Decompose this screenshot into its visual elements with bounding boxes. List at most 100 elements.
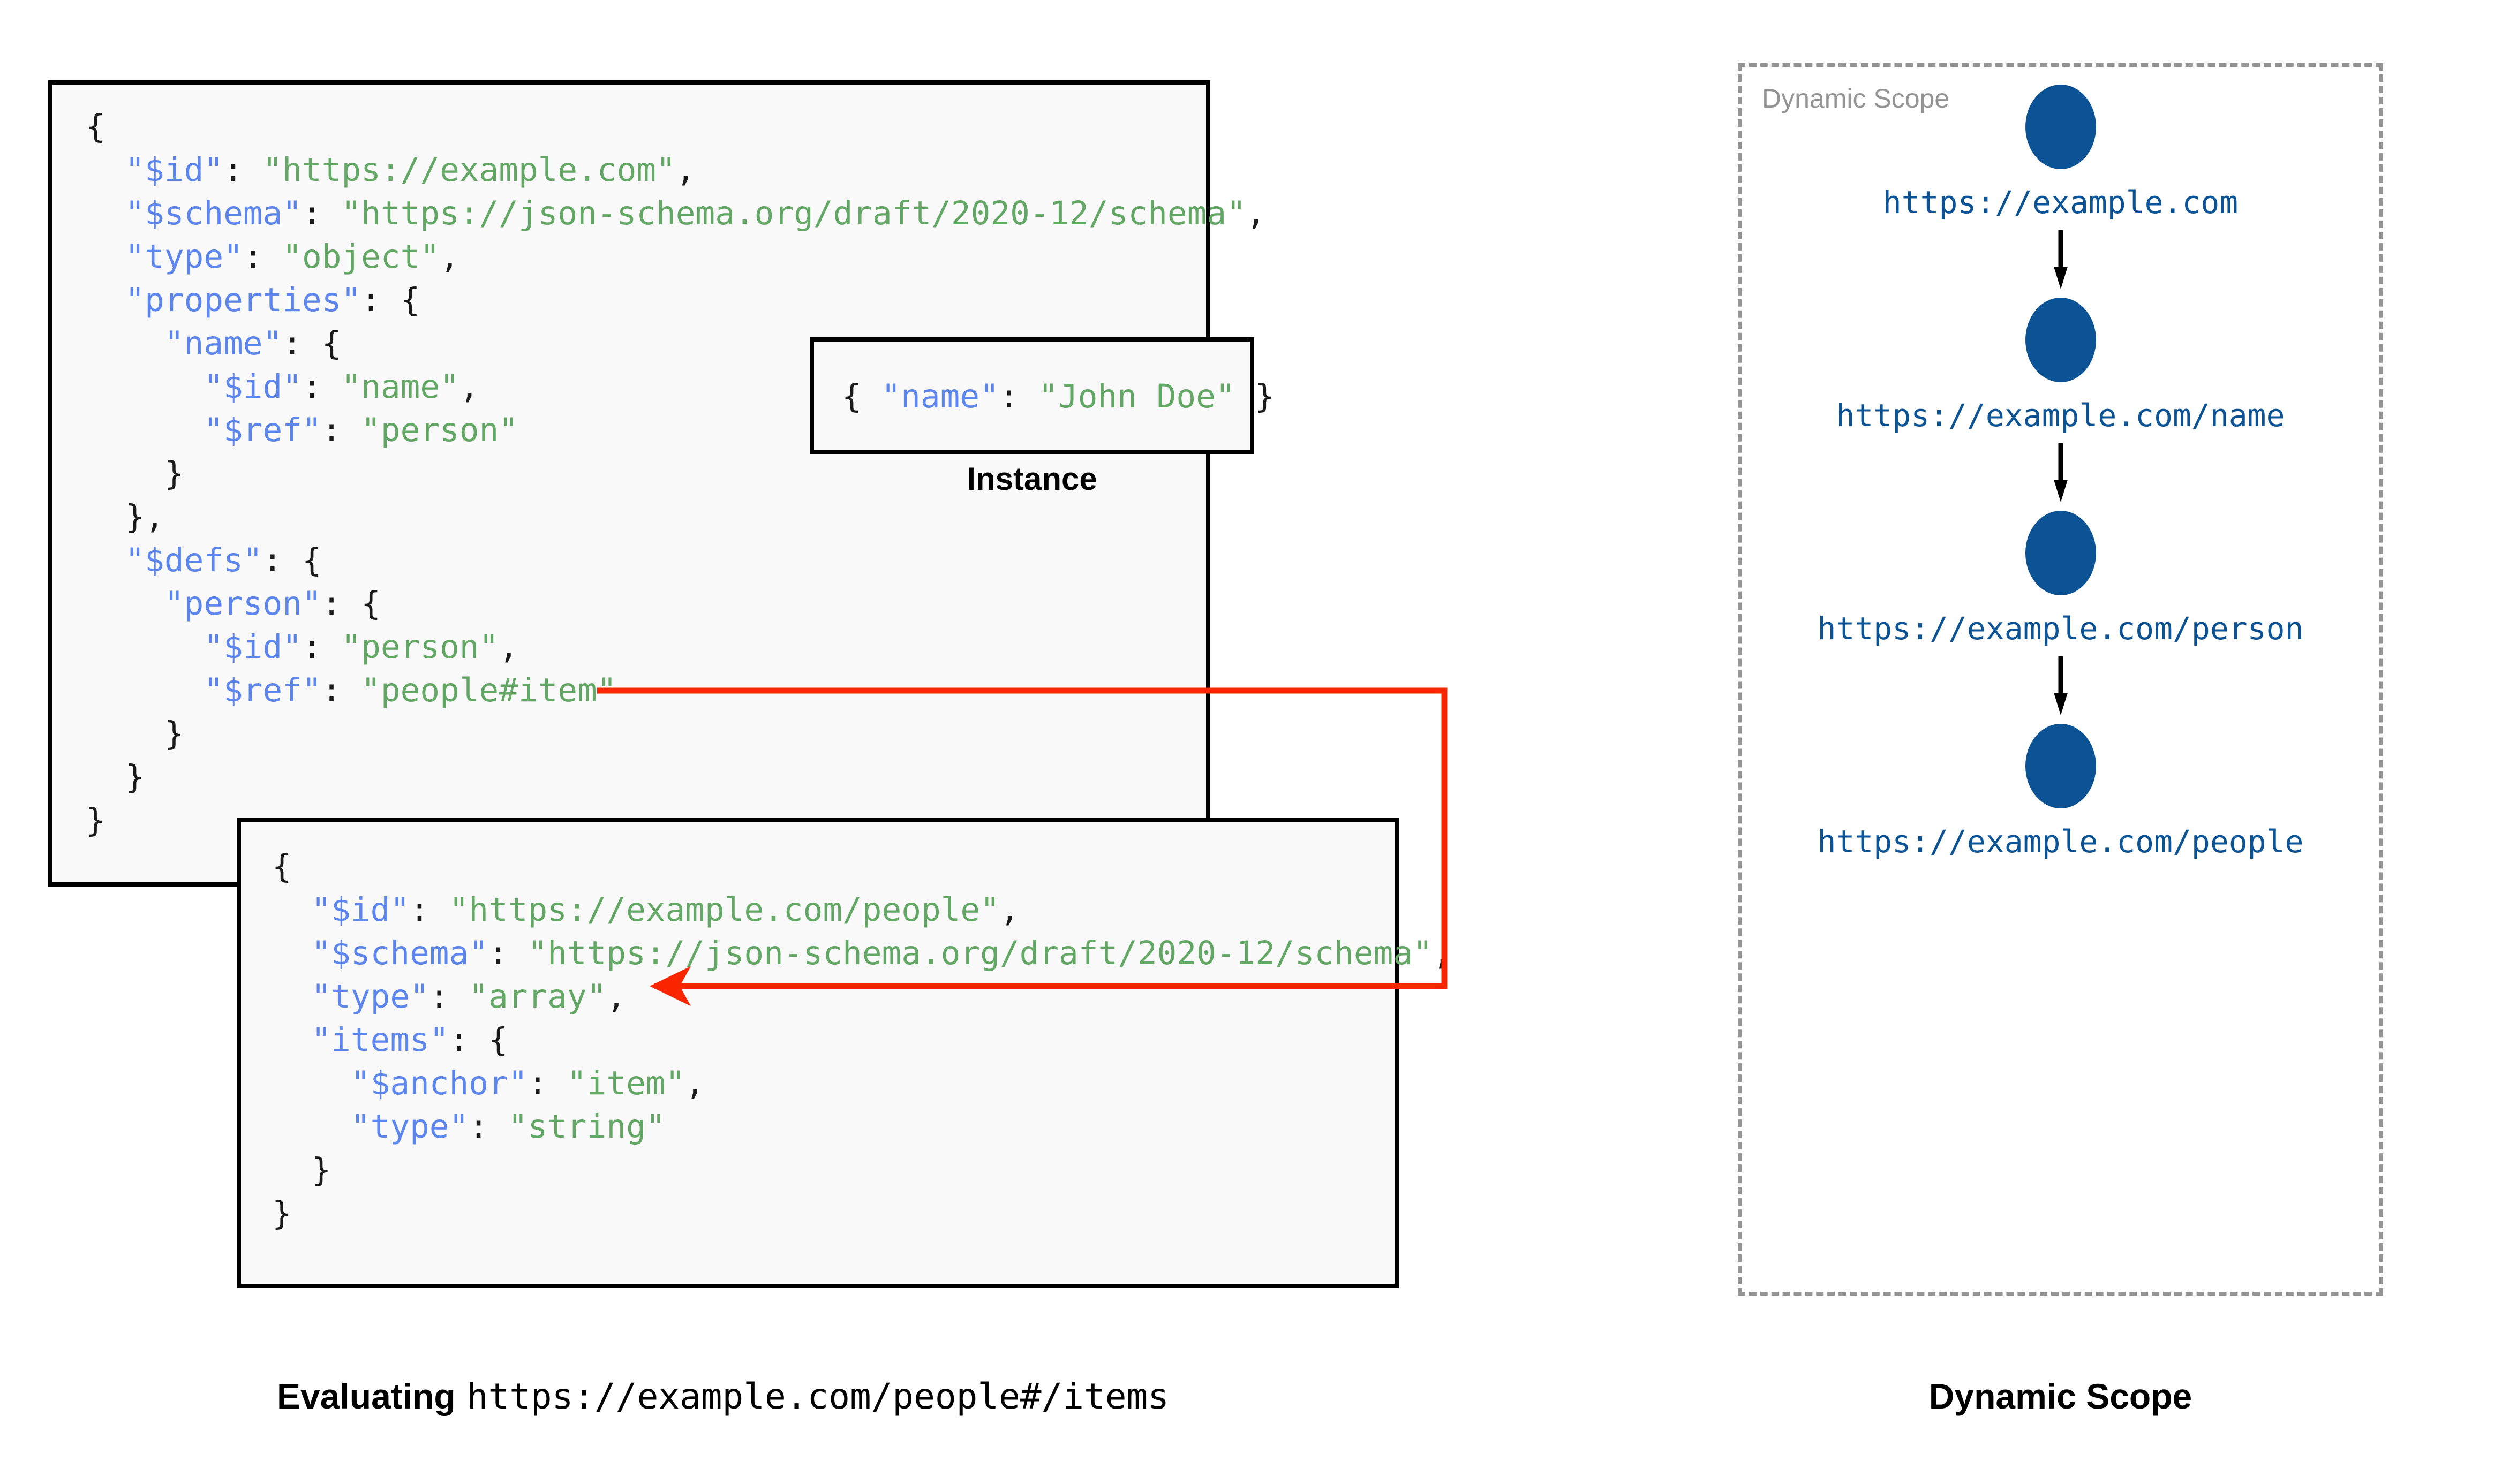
main-schema-token: : — [302, 368, 342, 406]
main-schema-token — [86, 585, 164, 623]
people-schema-token: "type" — [311, 978, 429, 1016]
people-schema-line: "$id": "https://example.com/people", — [272, 888, 1452, 932]
main-schema-token: : — [321, 411, 361, 449]
people-schema-token: "$id" — [311, 891, 410, 929]
people-schema-token: : — [429, 978, 469, 1016]
scope-node-circle-icon — [2025, 724, 2096, 808]
scope-node-label: https://example.com/name — [1836, 397, 2285, 434]
dynamic-scope-node: https://example.com/name — [1836, 298, 2285, 434]
main-schema-token: : — [302, 628, 342, 666]
main-schema-line: "$id": "person", — [86, 625, 1266, 669]
people-schema-token: "https://json-schema.org/draft/2020-12/s… — [527, 934, 1433, 972]
instance-line: { "name": "John Doe" } — [842, 375, 1275, 418]
instance-token: { — [842, 377, 881, 415]
main-schema-line: "$schema": "https://json-schema.org/draf… — [86, 192, 1266, 235]
people-schema-token: } — [272, 1151, 331, 1189]
scope-node-circle-icon — [2025, 511, 2096, 595]
main-schema-token: "https://json-schema.org/draft/2020-12/s… — [341, 194, 1246, 232]
evaluating-label: Evaluating — [276, 1376, 456, 1416]
instance-caption: Instance — [967, 461, 1097, 497]
people-schema-token: "array" — [469, 978, 607, 1016]
main-schema-token: "$schema" — [125, 194, 302, 232]
main-schema-token: , — [1246, 194, 1266, 232]
main-schema-token: } — [86, 455, 184, 493]
main-schema-token: "https://example.com" — [262, 151, 676, 189]
people-schema-token: : — [527, 1064, 567, 1102]
main-schema-token: : { — [262, 541, 322, 579]
main-schema-token: } — [86, 715, 184, 753]
people-schema-line: "type": "array", — [272, 975, 1452, 1018]
dynamic-scope-chain: https://example.com https://example.com/n… — [1738, 63, 2383, 1296]
dynamic-scope-node: https://example.com/people — [1817, 724, 2304, 860]
main-schema-token: "properties" — [125, 281, 361, 319]
main-schema-line: } — [86, 452, 1266, 495]
main-schema-token: : — [243, 238, 283, 276]
people-schema-token — [272, 891, 311, 929]
people-schema-code: { "$id": "https://example.com/people", "… — [272, 845, 1452, 1235]
main-schema-token: "name" — [341, 368, 459, 406]
scope-node-label: https://example.com/person — [1817, 610, 2304, 647]
dynamic-scope-panel-title: Dynamic Scope — [1762, 84, 1950, 113]
main-schema-token: }, — [86, 498, 164, 536]
main-schema-code: { "$id": "https://example.com", "$schema… — [86, 105, 1266, 842]
people-schema-token — [272, 1108, 351, 1146]
main-schema-token — [86, 151, 125, 189]
main-schema-line: } — [86, 799, 1266, 842]
main-schema-token: "$id" — [125, 151, 224, 189]
people-schema-token — [272, 1021, 311, 1059]
dynamic-scope-node: https://example.com — [1883, 85, 2238, 221]
dynamic-scope-panel — [1738, 63, 2383, 1296]
main-schema-line: "$ref": "people#item" — [86, 669, 1266, 712]
people-schema-token: : — [488, 934, 528, 972]
main-schema-token: { — [86, 108, 105, 146]
instance-token: } — [1235, 377, 1275, 415]
main-schema-token — [86, 238, 125, 276]
people-schema-token: "$anchor" — [350, 1064, 528, 1102]
scope-node-label: https://example.com/people — [1817, 823, 2304, 860]
people-schema-line: } — [272, 1148, 1452, 1192]
main-schema-token: "person" — [361, 411, 518, 449]
people-schema-line: { — [272, 845, 1452, 888]
people-schema-token: "type" — [350, 1108, 469, 1146]
people-schema-token: : { — [449, 1021, 508, 1059]
people-schema-token — [272, 1064, 351, 1102]
main-schema-line: "$id": "https://example.com", — [86, 148, 1266, 192]
main-schema-token: "$defs" — [125, 541, 263, 579]
people-schema-line: "type": "string" — [272, 1105, 1452, 1148]
main-schema-token: : { — [282, 324, 342, 362]
people-schema-line: } — [272, 1192, 1452, 1235]
evaluating-caption: Evaluating https://example.com/people#/i… — [0, 1376, 1446, 1417]
instance-box: { "name": "John Doe" } — [810, 337, 1275, 454]
main-schema-token: , — [440, 238, 459, 276]
dynamic-scope-node: https://example.com/person — [1817, 511, 2304, 647]
main-schema-token — [86, 628, 204, 666]
main-schema-token: } — [86, 801, 105, 839]
people-schema-token — [272, 978, 311, 1016]
main-schema-token — [86, 671, 204, 709]
people-schema-token: : — [469, 1108, 508, 1146]
scope-node-circle-icon — [2025, 85, 2096, 169]
main-schema-token — [86, 541, 125, 579]
dynamic-scope-caption: Dynamic Scope — [1928, 1376, 2192, 1416]
instance-token: : — [999, 377, 1039, 415]
main-schema-token: "name" — [164, 324, 283, 362]
main-schema-token: , — [675, 151, 696, 189]
main-schema-token — [86, 281, 125, 319]
main-schema-token: "type" — [125, 238, 243, 276]
main-schema-token: "$ref" — [204, 411, 322, 449]
main-schema-token: : — [302, 194, 342, 232]
main-schema-line: }, — [86, 495, 1266, 539]
main-schema-line: "type": "object", — [86, 235, 1266, 278]
main-schema-line: "person": { — [86, 582, 1266, 625]
people-schema-line: "items": { — [272, 1018, 1452, 1062]
main-schema-line: "name": { — [86, 322, 1266, 365]
instance-token: "name" — [881, 377, 999, 415]
instance-token: "John Doe" — [1038, 377, 1235, 415]
evaluating-uri: https://example.com/people#/items — [466, 1376, 1169, 1417]
scope-down-arrow-icon — [2053, 443, 2068, 502]
main-schema-line: "properties": { — [86, 278, 1266, 322]
main-schema-line: "$defs": { — [86, 539, 1266, 582]
main-schema-line: { — [86, 105, 1266, 148]
instance-code: { "name": "John Doe" } — [842, 375, 1275, 418]
